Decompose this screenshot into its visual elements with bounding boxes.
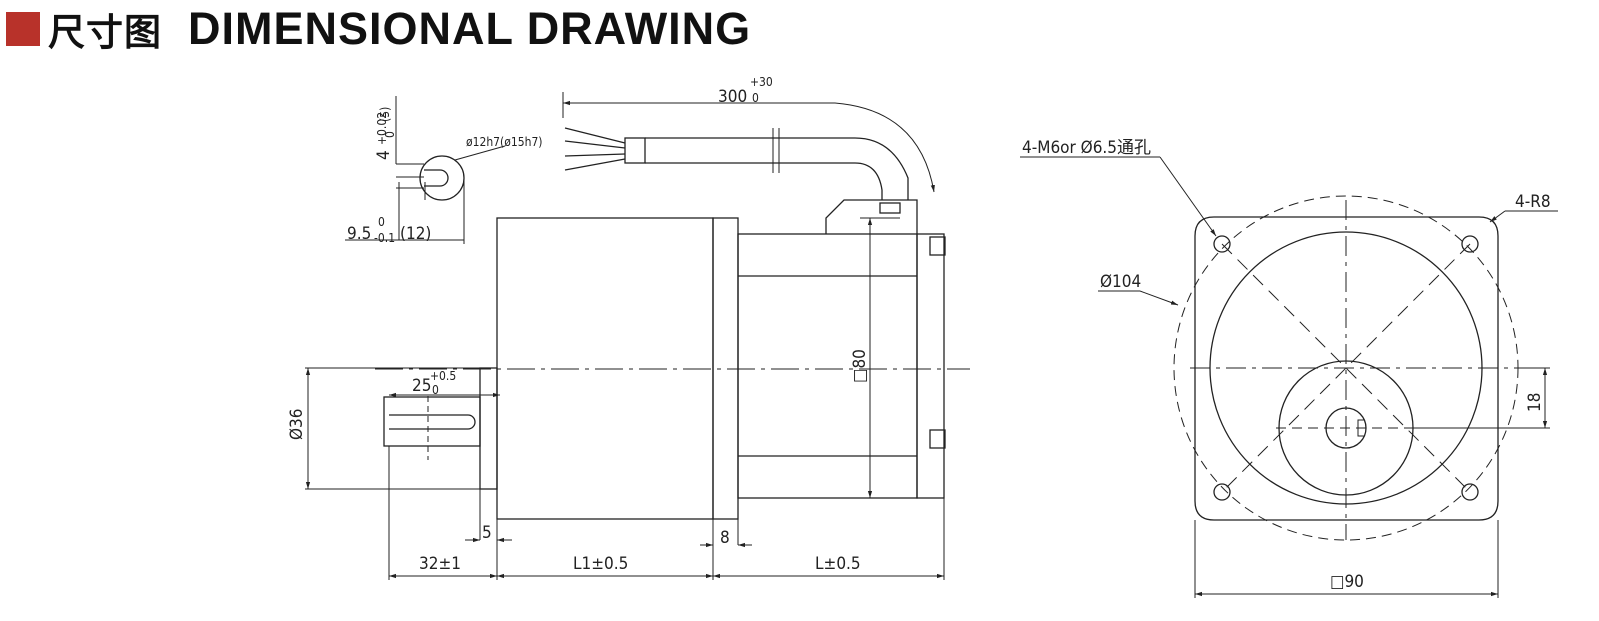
mount-holes-label: 4-M6or Ø6.5通孔 (1022, 138, 1151, 158)
dim-l-label: L±0.5 (815, 554, 861, 574)
key-height-value: 4 (374, 150, 394, 160)
shaft-offset-label: 18 (1525, 393, 1545, 412)
motor-front-view (1173, 195, 1530, 541)
dim-shaft-label: 32±1 (419, 554, 461, 574)
key-height-alt: (5) (378, 107, 392, 122)
key-width-value: 9.5 (347, 224, 371, 244)
page-title-cn: 尺寸图 (48, 11, 162, 54)
flange-height-label: □80 (850, 349, 870, 383)
page-title-en: DIMENSIONAL DRAWING (188, 3, 752, 54)
key-width-tol-upper: 0 (378, 215, 385, 229)
lead-length-label: 300 (718, 87, 747, 107)
pilot-thickness-label: 5 (482, 523, 492, 543)
dim-l1-label: L1±0.5 (573, 554, 628, 574)
side-view-dimensions (305, 92, 945, 580)
shaft-length-tol-upper: +0.5 (430, 369, 456, 383)
lead-length-tol-lower: 0 (752, 91, 759, 105)
shaft-length-label: 25 (412, 376, 431, 396)
flange-size-label: □90 (1330, 572, 1364, 592)
shaft-length-tol-lower: 0 (432, 383, 439, 397)
shaft-diameter-label: ø12h7(ø15h7) (466, 135, 543, 149)
front-view-dimensions (1020, 156, 1558, 598)
header-accent-square (6, 12, 40, 46)
page-header: 尺寸图 DIMENSIONAL DRAWING (6, 3, 752, 54)
key-height-tol-upper: +0.02 (375, 112, 389, 145)
key-width-tol-lower: -0.1 (374, 231, 395, 245)
shaft-cross-section (345, 96, 506, 244)
corner-radius-label: 4-R8 (1515, 192, 1551, 212)
key-width-alt: (12) (400, 224, 431, 244)
key-height-tol-lower: 0 (383, 131, 397, 138)
pilot-diameter-label: Ø36 (287, 409, 307, 441)
bolt-circle-label: Ø104 (1100, 272, 1141, 292)
flange-thickness-label: 8 (720, 528, 730, 548)
lead-length-tol-upper: +30 (750, 75, 773, 89)
